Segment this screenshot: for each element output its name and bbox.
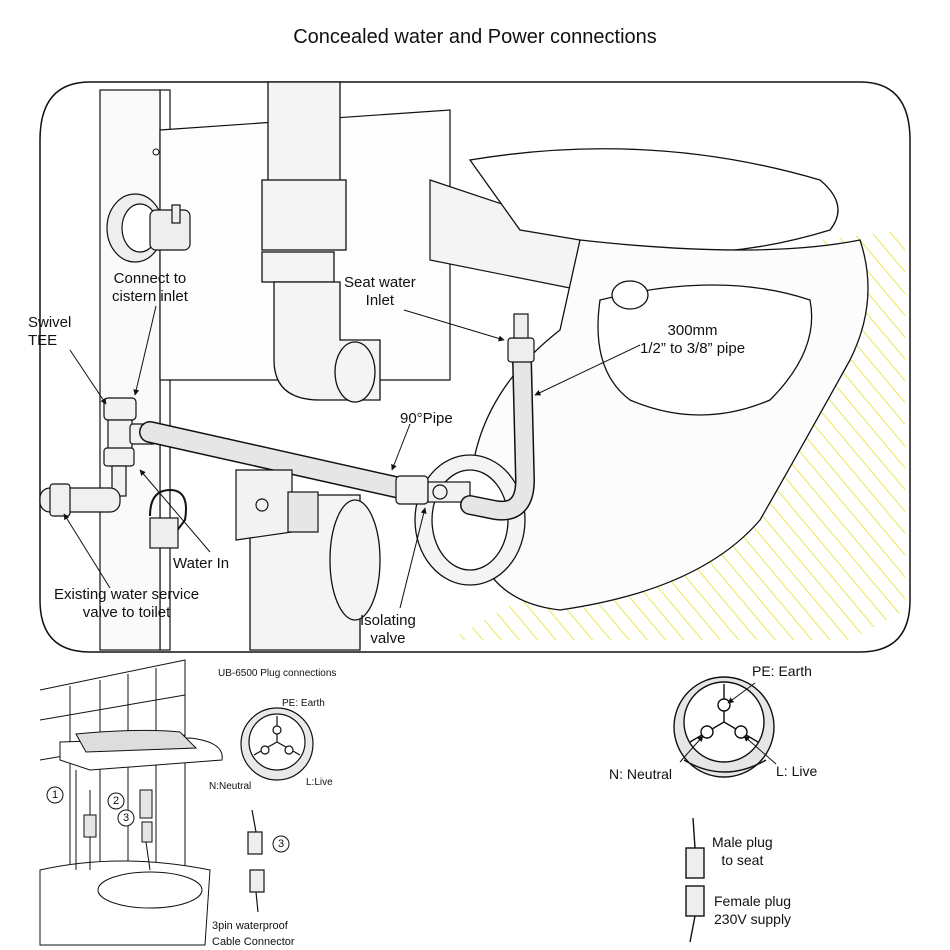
- small-plug: [240, 707, 314, 781]
- female-plug-label-1: Female plug: [714, 893, 792, 909]
- large-label-live: L: Live: [776, 763, 818, 779]
- main-frame: [39, 81, 911, 653]
- step-circles: [46, 786, 290, 853]
- bathroom-sketch: [39, 659, 223, 946]
- large-label-pe: PE: Earth: [752, 663, 812, 679]
- label-existing-valve: Existing water service valve to toilet: [54, 586, 199, 622]
- large-label-neutral: N: Neutral: [609, 766, 673, 782]
- seat-inlet-fitting: [507, 313, 535, 363]
- label-connect-cistern: Connect to cistern inlet: [112, 270, 188, 306]
- large-plug: [673, 676, 775, 778]
- service-pipe: [39, 483, 121, 517]
- small-label-live: L:Live: [306, 777, 333, 788]
- small-cable: [247, 809, 265, 913]
- label-300mm: 300mm: [667, 322, 718, 339]
- label-swivel: Swivel: [28, 314, 72, 331]
- flush-pipe: [261, 81, 381, 403]
- water-in-connector: [149, 517, 179, 549]
- small-label-pe: PE: Earth: [282, 698, 325, 709]
- label-isolating: Isolating: [360, 612, 416, 629]
- female-plug-label-2: 230V supply: [714, 911, 792, 927]
- large-plug-leaders: [679, 682, 777, 765]
- male-plug-label: Male plug to seat: [712, 833, 773, 869]
- isolating-valve: [395, 475, 471, 505]
- water-in-hose: [149, 488, 187, 541]
- label-inlet: Inlet: [365, 292, 395, 309]
- label-90-pipe: 90°Pipe: [400, 410, 453, 427]
- label-isolating-valve: Isolating valve: [360, 612, 416, 648]
- power-box: [235, 469, 319, 541]
- connector-caption-2: Cable Connector: [212, 936, 295, 948]
- small-label-neutral: N:Neutral: [209, 781, 252, 792]
- label-tee: TEE: [28, 332, 58, 349]
- label-water-in: Water In: [172, 555, 231, 573]
- connector-caption: 3pin waterproof Cable Connector: [212, 918, 295, 950]
- connector-step-label: 3: [278, 838, 285, 850]
- label-connect-to: Connect to: [113, 270, 187, 287]
- plug-section-heading: UB-6500 Plug connections: [218, 668, 337, 679]
- label-cistern-inlet: cistern inlet: [112, 288, 188, 305]
- label-seat-water-inlet: Seat water Inlet: [344, 274, 416, 310]
- hatched-wall: [450, 230, 905, 640]
- page-title: Concealed water and Power connections: [293, 26, 657, 48]
- label-pipe-300mm: 300mm 1/2” to 3/8” pipe: [640, 322, 745, 358]
- label-swivel-tee: Swivel TEE: [28, 314, 71, 350]
- label-existing-valve-2: valve to toilet: [82, 604, 171, 621]
- cistern-frame: [99, 89, 581, 651]
- large-cable: [685, 817, 705, 943]
- cistern-inlet-valve: [106, 193, 191, 263]
- female-plug-label: Female plug 230V supply: [714, 892, 791, 928]
- male-plug-label-2: to seat: [721, 852, 764, 868]
- label-seat-water: Seat water: [344, 274, 416, 291]
- label-existing-valve-1: Existing water service: [54, 586, 200, 603]
- step-2-label: 2: [113, 795, 120, 807]
- male-plug-label-1: Male plug: [712, 834, 773, 850]
- toilet-pan: [468, 148, 869, 611]
- step-1-label: 1: [52, 789, 59, 801]
- connector-caption-1: 3pin waterproof: [212, 920, 288, 932]
- step-3-label: 3: [123, 812, 130, 824]
- label-pipe-size: 1/2” to 3/8” pipe: [640, 340, 746, 357]
- label-valve: valve: [370, 630, 406, 647]
